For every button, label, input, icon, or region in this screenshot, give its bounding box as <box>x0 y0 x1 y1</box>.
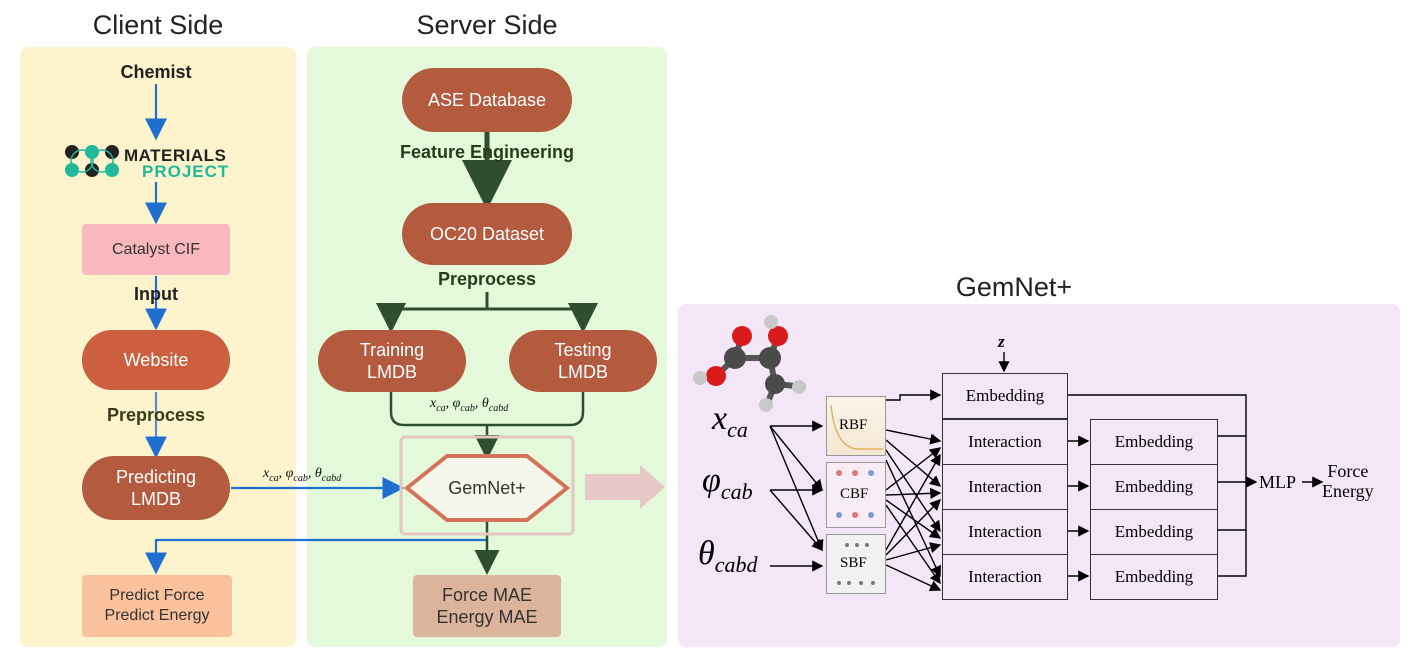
rbf-curve-icon <box>830 404 883 450</box>
testing-lmdb-pill: Testing LMDB <box>509 330 657 392</box>
materials-project-logo: MATERIALS PROJECT <box>62 138 234 182</box>
mp-logo-line2: PROJECT <box>142 162 230 181</box>
ase-database-pill: ASE Database <box>402 68 572 132</box>
molecule-image <box>693 315 806 412</box>
predicting-lmdb-pill: Predicting LMDB <box>82 456 230 520</box>
client-features-label: xca, φcab, θcabd <box>263 466 342 484</box>
gemnet-theta-label: θcabd <box>698 535 758 577</box>
interaction-box-3: Interaction <box>942 509 1068 555</box>
interaction-box-2: Interaction <box>942 464 1068 510</box>
server-preprocess-label: Preprocess <box>437 269 537 289</box>
embedding-box-2: Embedding <box>1090 464 1218 510</box>
split-line <box>376 292 489 333</box>
sbf-pattern-icon <box>837 543 875 585</box>
input-label: Input <box>134 284 178 304</box>
gemnet-phi-label: φcab <box>702 462 753 504</box>
sbf-label: SBF <box>840 555 867 571</box>
oc20-dataset-pill: OC20 Dataset <box>402 203 572 265</box>
energy-output-label: Energy <box>1322 481 1374 501</box>
interaction-box-1: Interaction <box>942 419 1068 465</box>
cbf-pattern-icon <box>836 470 874 518</box>
client-side-title: Client Side <box>92 10 224 40</box>
predicting-line2: LMDB <box>130 489 181 509</box>
embedding-top-box: Embedding <box>942 373 1068 419</box>
interaction-box-4: Interaction <box>942 554 1068 600</box>
predicting-line1: Predicting <box>115 467 197 487</box>
embedding-box-1: Embedding <box>1090 419 1218 465</box>
rbf-box: RBF <box>826 396 886 456</box>
gemnet-arch <box>769 352 1324 591</box>
catalyst-cif-box: Catalyst CIF <box>82 224 230 275</box>
force-mae-label: Force MAE <box>441 585 533 605</box>
gemnet-hexagon <box>403 454 571 522</box>
materials-project-icon <box>65 145 119 177</box>
energy-mae-label: Energy MAE <box>436 607 538 627</box>
big-arrow <box>585 465 665 509</box>
arrow-gemnet-to-predict <box>145 530 489 575</box>
gemnet-frame <box>399 435 575 536</box>
gemnet-node-label: GemNet+ <box>448 478 526 498</box>
sbf-box: SBF <box>826 534 886 594</box>
testing-line2: LMDB <box>557 362 608 382</box>
predict-force-energy-box: Predict Force Predict Energy <box>82 575 232 637</box>
predict-force-label: Predict Force <box>109 587 205 604</box>
training-lmdb-pill: Training LMDB <box>318 330 466 392</box>
mae-box: Force MAE Energy MAE <box>413 575 561 637</box>
training-line1: Training <box>359 340 425 360</box>
gemnet-z-label: z <box>998 332 1005 351</box>
server-features-label: xca, φcab, θcabd <box>430 396 509 414</box>
gemnet-title: GemNet+ <box>955 272 1073 302</box>
gemnet-x-label: xca <box>712 400 748 442</box>
training-line2: LMDB <box>366 362 417 382</box>
cbf-label: CBF <box>840 486 869 502</box>
embedding-box-3: Embedding <box>1090 509 1218 555</box>
force-output-label: Force <box>1327 461 1369 481</box>
output-label: Force Energy <box>1322 461 1374 501</box>
client-preprocess-label: Preprocess <box>106 405 206 425</box>
predict-energy-label: Predict Energy <box>104 607 210 624</box>
split-line-right <box>487 303 598 333</box>
chemist-label: Chemist <box>120 62 192 82</box>
server-side-title: Server Side <box>416 10 558 40</box>
rbf-label: RBF <box>839 417 868 433</box>
testing-line1: Testing <box>554 340 612 360</box>
mp-logo-line1: MATERIALS <box>124 146 227 165</box>
mlp-label: MLP <box>1259 472 1297 492</box>
feature-engineering-label: Feature Engineering <box>399 142 575 162</box>
website-pill: Website <box>82 330 230 390</box>
cbf-box: CBF <box>826 462 886 528</box>
embedding-box-4: Embedding <box>1090 554 1218 600</box>
